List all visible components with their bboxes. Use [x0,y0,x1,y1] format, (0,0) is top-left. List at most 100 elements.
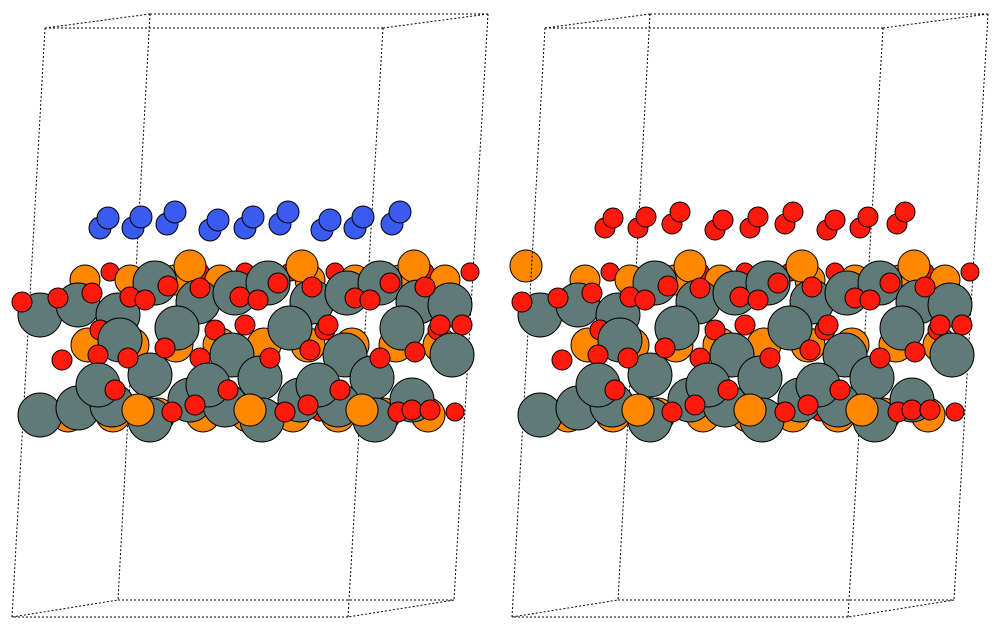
metal-atom-large [627,352,673,398]
metal-atom-medium [673,249,707,283]
metal-atom-large [267,305,313,351]
cell-edge [347,599,455,618]
oxygen-atom [217,379,239,401]
oxygen-atom [429,314,451,336]
cell-edge [544,13,651,29]
oxygen-atom [734,314,756,336]
oxygen-atom [797,394,819,416]
oxygen-atom [774,401,796,423]
oxygen-atom [451,314,473,336]
metal-atom-medium [345,393,379,427]
metal-atom-large [429,332,475,378]
oxygen-atom [47,287,69,309]
adsorbate-atom [782,201,804,223]
oxygen-atom [87,344,109,366]
oxygen-atom [879,272,901,294]
oxygen-atom [297,394,319,416]
adsorbate-atom [206,208,230,232]
oxygen-atom [134,289,156,311]
metal-atom-large [879,305,925,351]
metal-atom-medium [173,249,207,283]
oxygen-atom [689,277,711,299]
oxygen-atom [404,341,426,363]
oxygen-atom [657,275,679,297]
oxygen-atom [704,319,726,341]
oxygen-atom [460,262,480,282]
oxygen-atom [247,289,269,311]
oxygen-atom [717,379,739,401]
panel-right-structure [511,13,989,618]
metal-atom-large [929,332,975,378]
oxygen-atom [581,282,603,304]
adsorbate-atom [712,209,734,231]
oxygen-atom [359,289,381,311]
oxygen-atom [299,339,321,361]
oxygen-atom [189,277,211,299]
oxygen-atom [234,314,256,336]
oxygen-atom [945,402,965,422]
metal-atom-large [127,352,173,398]
oxygen-atom [587,344,609,366]
oxygen-atom [901,399,923,421]
oxygen-atom [551,349,573,371]
oxygen-atom [617,347,639,369]
oxygen-atom [511,291,533,313]
oxygen-atom [604,379,626,401]
cell-edge [847,599,955,618]
metal-atom-large [379,305,425,351]
cell-edge [511,599,619,618]
oxygen-atom [419,399,441,421]
oxygen-atom [157,275,179,297]
oxygen-atom [379,272,401,294]
oxygen-atom [369,347,391,369]
oxygen-atom [914,276,936,298]
oxygen-atom [859,289,881,311]
oxygen-atom [951,314,973,336]
oxygen-atom [759,347,781,369]
oxygen-atom [747,289,769,311]
adsorbate-atom [318,208,342,232]
oxygen-atom [117,347,139,369]
oxygen-atom [301,276,323,298]
metal-atom-medium [121,393,155,427]
adsorbate-atom [669,201,691,223]
cell-edge [882,13,989,29]
adsorbate-atom [824,209,846,231]
oxygen-atom [547,287,569,309]
oxygen-atom [904,341,926,363]
oxygen-atom [960,262,980,282]
oxygen-atom [414,276,436,298]
cell-edge [382,13,489,29]
adsorbate-atom [129,205,153,229]
metal-atom-large [517,392,563,438]
oxygen-atom [654,337,676,359]
oxygen-atom [329,379,351,401]
adsorbate-atom [241,205,265,229]
panel-left-structure [11,13,543,618]
metal-atom-medium [845,393,879,427]
metal-atom-medium [621,393,655,427]
oxygen-atom [829,379,851,401]
oxygen-atom [634,289,656,311]
oxygen-atom [51,349,73,371]
oxygen-atom [767,272,789,294]
oxygen-atom [919,399,941,421]
adsorbate-atom [747,206,769,228]
oxygen-atom [259,347,281,369]
adsorbate-atom [857,206,879,228]
adsorbate-atom [163,200,187,224]
cell-edge [11,599,119,618]
metal-atom-medium [509,249,543,283]
oxygen-atom [184,394,206,416]
oxygen-atom [801,276,823,298]
oxygen-atom [229,286,251,308]
oxygen-atom [267,272,289,294]
oxygen-atom [274,401,296,423]
oxygen-atom [445,402,465,422]
cell-edge [347,27,384,618]
oxygen-atom [104,379,126,401]
oxygen-atom [929,314,951,336]
oxygen-atom [204,319,226,341]
metal-atom-large [767,305,813,351]
